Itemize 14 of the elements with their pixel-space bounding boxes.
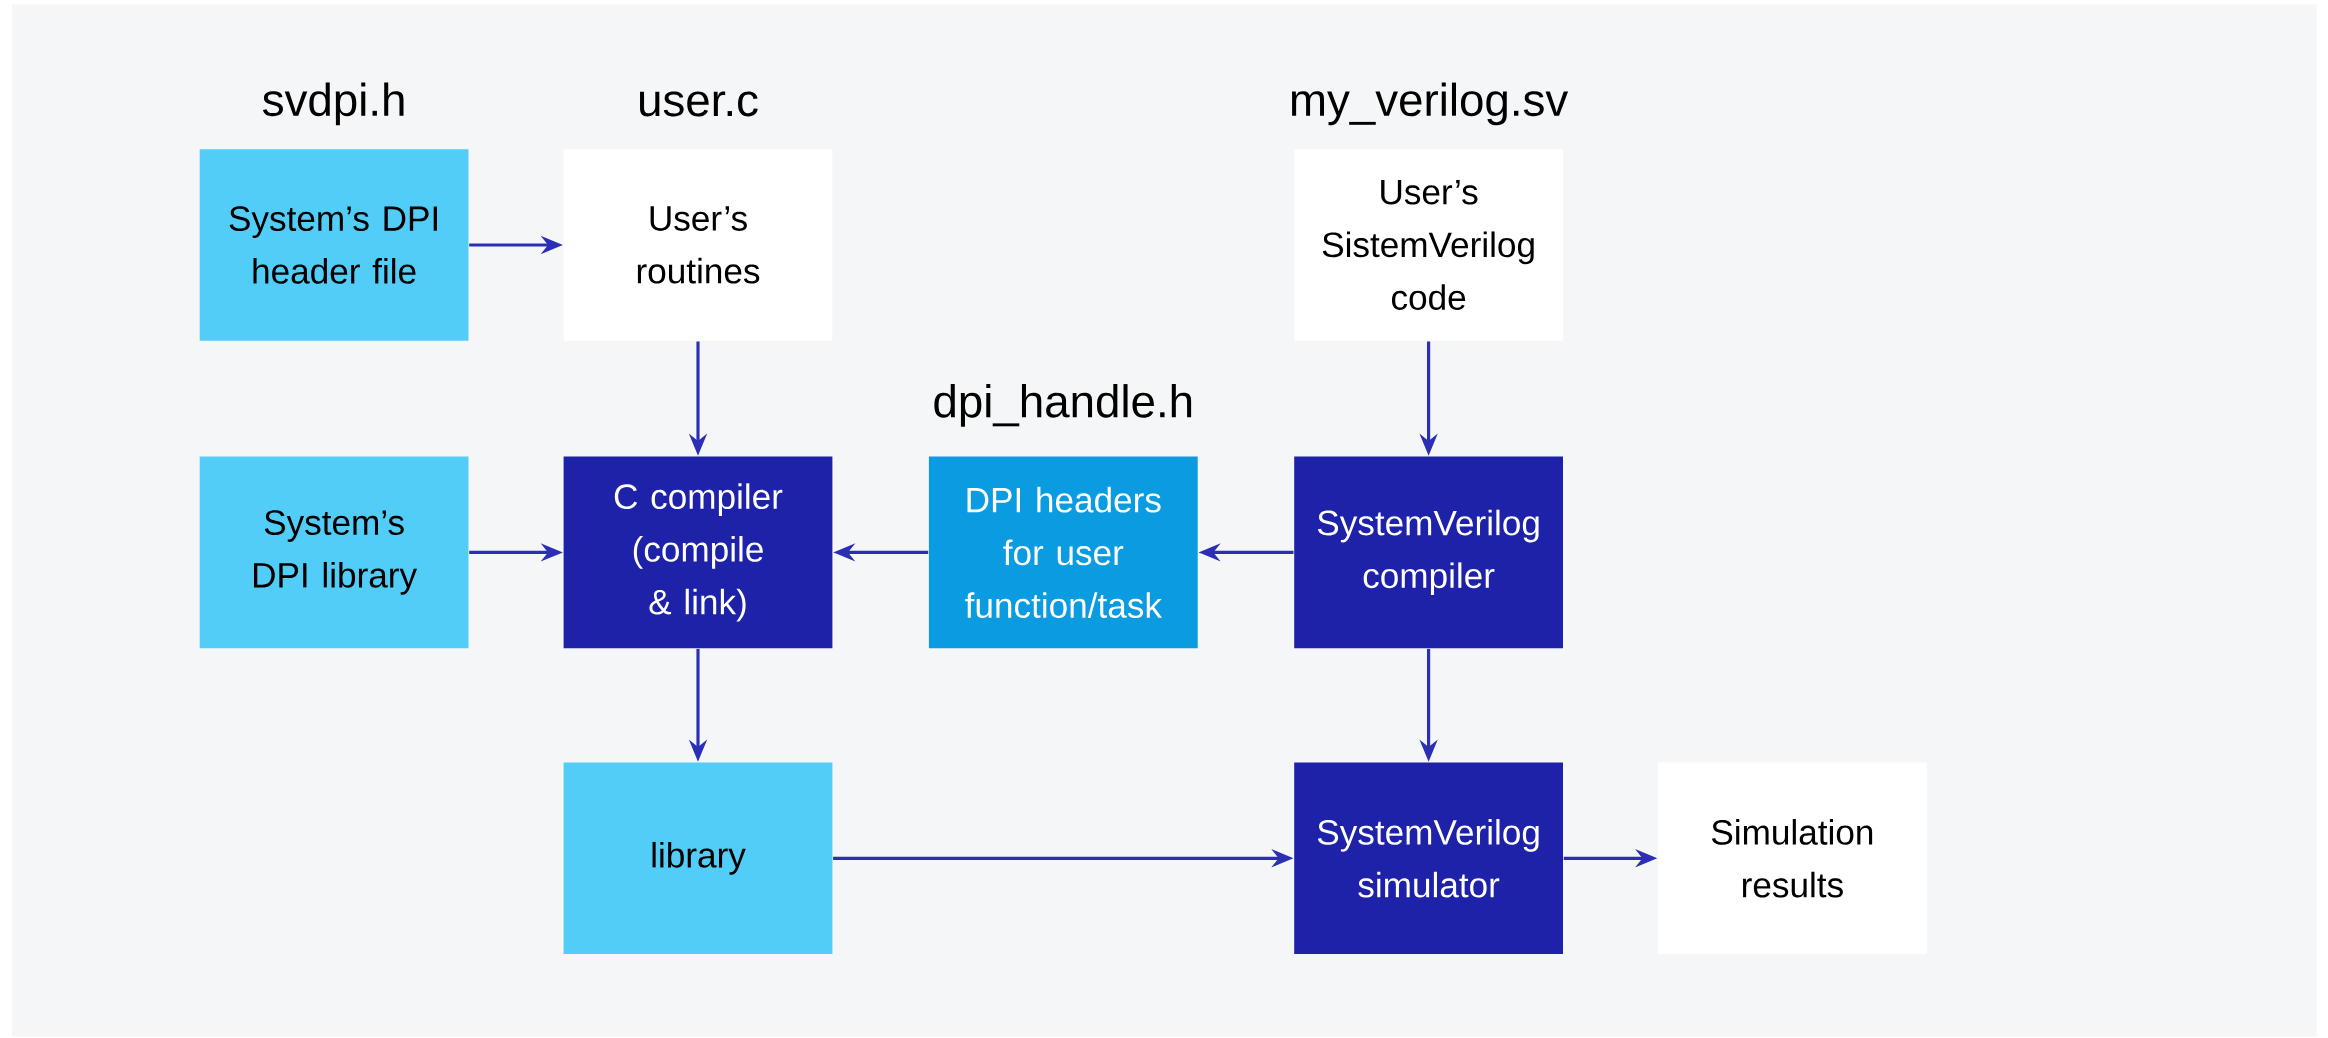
process-box: C compiler (compile & link) [563, 456, 833, 649]
process-box: Simulation results [1658, 762, 1927, 955]
file-name-heading: svdpi.h [263, 82, 404, 126]
file-name-heading: my_verilog.sv [1292, 82, 1569, 126]
process-box: library [563, 762, 833, 955]
process-box: DPI headers for user function/task [928, 456, 1198, 649]
process-box: User’s SistemVerilog code [1294, 149, 1563, 341]
process-box: SystemVerilog simulator [1294, 762, 1563, 955]
file-name-heading: dpi_handle.h [934, 384, 1192, 427]
process-box: User’s routines [563, 149, 833, 341]
process-box: System’s DPI library [199, 456, 469, 649]
process-box: SystemVerilog compiler [1294, 456, 1563, 649]
process-box: System’s DPI header file [199, 149, 469, 341]
file-name-heading: user.c [640, 91, 758, 117]
